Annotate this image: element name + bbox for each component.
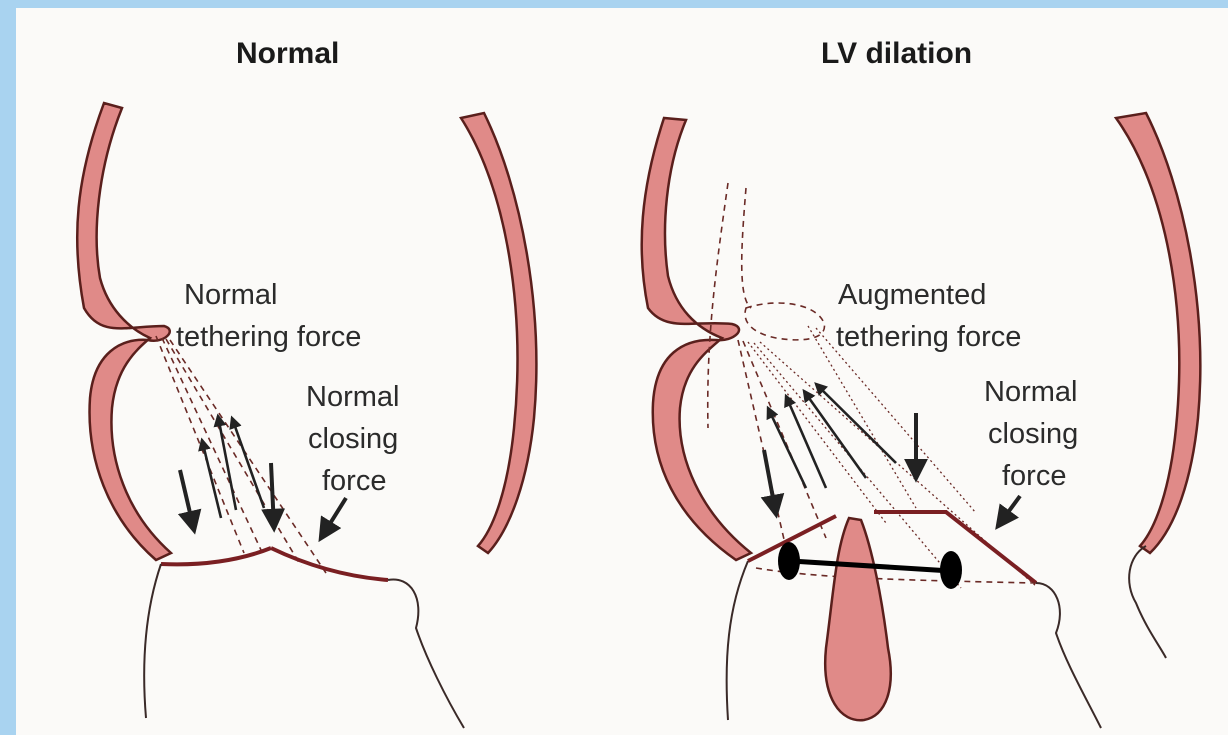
- figure-frame: Normal Normal tether: [16, 8, 1228, 735]
- normal-posterior-leaflet: [271, 548, 388, 580]
- annulus-marker-right-dot: [940, 551, 962, 589]
- dilation-tethering-label-1: Augmented: [838, 279, 986, 311]
- dilation-closing-label-1: Normal: [984, 376, 1077, 408]
- normal-left-wall: [77, 103, 171, 560]
- normal-lower-outline-left: [144, 564, 161, 718]
- normal-tethering-arrows: [202, 416, 264, 518]
- dilation-left-wall: [642, 118, 751, 560]
- normal-anterior-leaflet: [161, 548, 271, 564]
- dilation-original-papillary: [745, 303, 824, 340]
- dilation-closing-arrows: [764, 413, 1020, 526]
- annulus-marker-left-dot: [778, 542, 800, 580]
- normal-closing-label-3: force: [322, 465, 386, 497]
- dilation-tethering-label-2: tethering force: [836, 321, 1021, 353]
- dilation-right-valve-outline: [1129, 546, 1166, 658]
- dilation-original-wall-outline: [708, 183, 751, 428]
- dilation-right-wall: [1116, 113, 1200, 553]
- normal-heading: Normal: [236, 37, 339, 70]
- dilation-heading: LV dilation: [821, 37, 972, 70]
- normal-panel: Normal Normal tether: [77, 37, 536, 728]
- normal-closing-label-1: Normal: [306, 381, 399, 413]
- normal-tethering-label-1: Normal: [184, 279, 277, 311]
- dilation-panel: LV dilation: [642, 37, 1201, 728]
- normal-tethering-label-2: tethering force: [176, 321, 361, 353]
- dilation-closing-label-3: force: [1002, 460, 1066, 492]
- normal-chordae: [156, 336, 326, 573]
- dilation-lower-outline-right: [1036, 583, 1101, 728]
- normal-lower-outline-right: [388, 580, 464, 728]
- dilation-closing-label-2: closing: [988, 418, 1078, 450]
- dilation-lower-outline-left: [727, 561, 748, 720]
- normal-closing-label-2: closing: [308, 423, 398, 455]
- dilation-central-structure: [825, 518, 891, 720]
- mitral-diagram: Normal Normal tether: [16, 8, 1228, 735]
- normal-right-wall: [461, 113, 536, 553]
